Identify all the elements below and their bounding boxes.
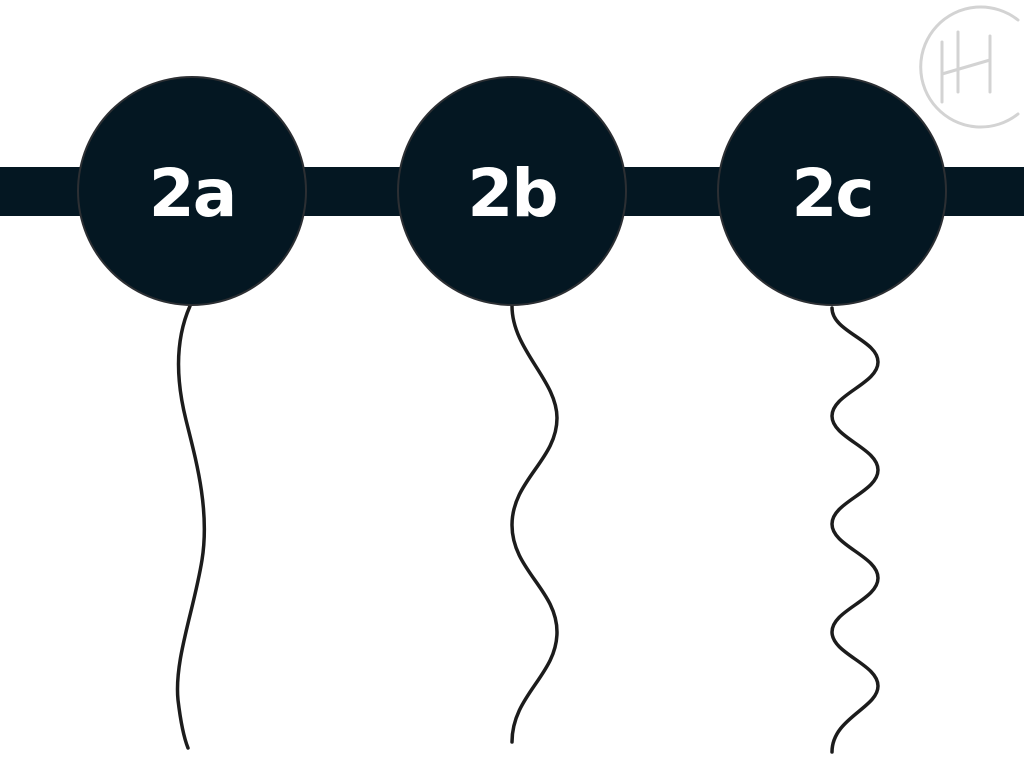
wave-line-2b	[510, 304, 559, 744]
node-2b: 2b	[399, 78, 625, 304]
wave-line-2c	[830, 306, 880, 754]
node-2a: 2a	[79, 78, 305, 304]
wave-line-2a	[175, 304, 207, 750]
node-label-2c: 2c	[791, 155, 874, 232]
node-label-2b: 2b	[467, 155, 558, 232]
node-2c: 2c	[719, 78, 945, 304]
h-monogram-logo-icon	[919, 5, 1020, 129]
node-label-2a: 2a	[148, 155, 237, 232]
